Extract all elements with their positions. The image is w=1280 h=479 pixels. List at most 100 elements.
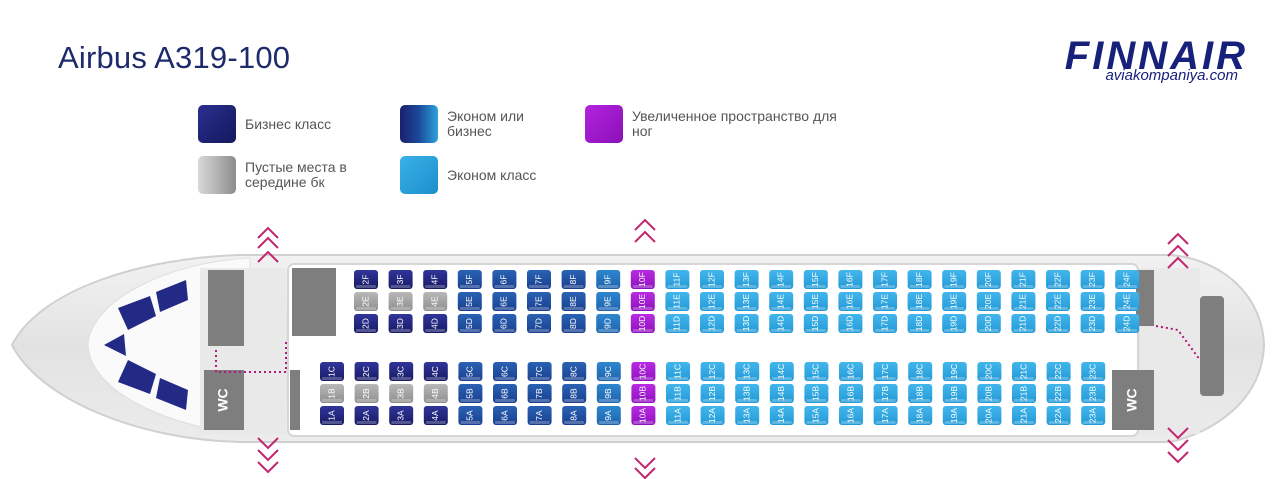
seat-23B[interactable]: 23B (1081, 384, 1106, 403)
seat-5F[interactable]: 5F (457, 270, 482, 289)
seat-8F[interactable]: 8F (561, 270, 586, 289)
seat-4B[interactable]: 4B (423, 384, 448, 403)
seat-12D[interactable]: 12D (700, 314, 724, 333)
seat-12C[interactable]: 12C (700, 362, 725, 381)
seat-21D[interactable]: 21D (1011, 314, 1036, 333)
seat-4F[interactable]: 4F (423, 270, 448, 289)
seat-20A[interactable]: 20A (977, 406, 1002, 425)
seat-14F[interactable]: 14F (769, 270, 794, 289)
seat-12B[interactable]: 12B (700, 384, 725, 403)
seat-21F[interactable]: 21F (1011, 270, 1036, 289)
seat-22D[interactable]: 22D (1046, 314, 1070, 333)
seat-2B[interactable]: 2B (354, 384, 379, 403)
seat-13D[interactable]: 13D (734, 314, 759, 333)
seat-7C[interactable]: 7C (527, 362, 552, 381)
seat-7B[interactable]: 7B (527, 384, 552, 403)
seat-20B[interactable]: 20B (977, 384, 1002, 403)
seat-11D[interactable]: 11D (665, 314, 690, 333)
seat-2C[interactable]: 2C (354, 362, 379, 381)
seat-9C[interactable]: 9C (596, 362, 621, 381)
seat-11A[interactable]: 11A (666, 406, 690, 425)
seat-16D[interactable]: 16D (838, 314, 863, 333)
seat-18E[interactable]: 18E (907, 292, 932, 311)
seat-18C[interactable]: 18C (908, 362, 933, 381)
seat-23D[interactable]: 23D (1080, 314, 1105, 333)
seat-6B[interactable]: 6B (493, 384, 517, 403)
seat-8B[interactable]: 8B (562, 384, 587, 403)
seat-4D[interactable]: 4D (423, 314, 448, 333)
seat-4E[interactable]: 4E (423, 292, 448, 311)
seat-20C[interactable]: 20C (977, 362, 1002, 381)
seat-14A[interactable]: 14A (769, 406, 794, 425)
seat-1C[interactable]: 1C (320, 362, 344, 381)
seat-6F[interactable]: 6F (492, 270, 517, 289)
seat-1B[interactable]: 1B (320, 384, 344, 403)
seat-14E[interactable]: 14E (769, 292, 794, 311)
seat-10B[interactable]: 10B (631, 384, 656, 403)
seat-18B[interactable]: 18B (908, 384, 933, 403)
seat-20D[interactable]: 20D (976, 314, 1001, 333)
seat-12E[interactable]: 12E (700, 292, 724, 311)
seat-7A[interactable]: 7A (527, 406, 552, 425)
seat-23F[interactable]: 23F (1080, 270, 1105, 289)
seat-10E[interactable]: 10E (630, 292, 655, 311)
seat-12F[interactable]: 12F (700, 270, 724, 289)
seat-19C[interactable]: 19C (942, 362, 967, 381)
seat-16E[interactable]: 16E (838, 292, 863, 311)
seat-15D[interactable]: 15D (803, 314, 828, 333)
seat-18F[interactable]: 18F (907, 270, 932, 289)
seat-13A[interactable]: 13A (735, 406, 760, 425)
seat-5A[interactable]: 5A (458, 406, 483, 425)
seat-20F[interactable]: 20F (976, 270, 1001, 289)
seat-8A[interactable]: 8A (562, 406, 587, 425)
seat-23E[interactable]: 23E (1080, 292, 1105, 311)
seat-9B[interactable]: 9B (596, 384, 621, 403)
seat-21C[interactable]: 21C (1012, 362, 1036, 381)
seat-17E[interactable]: 17E (873, 292, 897, 311)
seat-23A[interactable]: 23A (1081, 406, 1106, 425)
seat-6E[interactable]: 6E (492, 292, 517, 311)
seat-18A[interactable]: 18A (908, 406, 933, 425)
seat-13E[interactable]: 13E (734, 292, 759, 311)
seat-5E[interactable]: 5E (457, 292, 482, 311)
seat-11C[interactable]: 11C (666, 362, 690, 381)
seat-19B[interactable]: 19B (942, 384, 967, 403)
seat-13F[interactable]: 13F (734, 270, 759, 289)
seat-15A[interactable]: 15A (804, 406, 829, 425)
seat-19A[interactable]: 19A (942, 406, 967, 425)
seat-11F[interactable]: 11F (665, 270, 690, 289)
seat-3F[interactable]: 3F (388, 270, 413, 289)
seat-5B[interactable]: 5B (458, 384, 483, 403)
seat-13C[interactable]: 13C (735, 362, 760, 381)
seat-22C[interactable]: 22C (1046, 362, 1071, 381)
seat-3C[interactable]: 3C (389, 362, 414, 381)
seat-24E[interactable]: 24E (1115, 292, 1140, 311)
seat-24D[interactable]: 24D (1115, 314, 1140, 333)
seat-7E[interactable]: 7E (527, 292, 551, 311)
seat-16C[interactable]: 16C (839, 362, 863, 381)
seat-10F[interactable]: 10F (630, 270, 655, 289)
seat-9F[interactable]: 9F (596, 270, 621, 289)
seat-2E[interactable]: 2E (354, 292, 378, 311)
seat-1A[interactable]: 1A (320, 406, 344, 425)
seat-17C[interactable]: 17C (873, 362, 898, 381)
seat-6C[interactable]: 6C (493, 362, 517, 381)
seat-11E[interactable]: 11E (665, 292, 690, 311)
seat-14B[interactable]: 14B (769, 384, 794, 403)
seat-10D[interactable]: 10D (630, 314, 655, 333)
seat-17F[interactable]: 17F (873, 270, 897, 289)
seat-17A[interactable]: 17A (873, 406, 898, 425)
seat-13B[interactable]: 13B (735, 384, 760, 403)
seat-3D[interactable]: 3D (388, 314, 413, 333)
seat-9E[interactable]: 9E (596, 292, 621, 311)
seat-21B[interactable]: 21B (1012, 384, 1036, 403)
seat-18D[interactable]: 18D (907, 314, 932, 333)
seat-7D[interactable]: 7D (527, 314, 551, 333)
seat-22E[interactable]: 22E (1046, 292, 1070, 311)
seat-9D[interactable]: 9D (596, 314, 621, 333)
seat-17B[interactable]: 17B (873, 384, 898, 403)
seat-8E[interactable]: 8E (561, 292, 586, 311)
seat-22F[interactable]: 22F (1046, 270, 1070, 289)
seat-4C[interactable]: 4C (423, 362, 448, 381)
seat-6D[interactable]: 6D (492, 314, 517, 333)
